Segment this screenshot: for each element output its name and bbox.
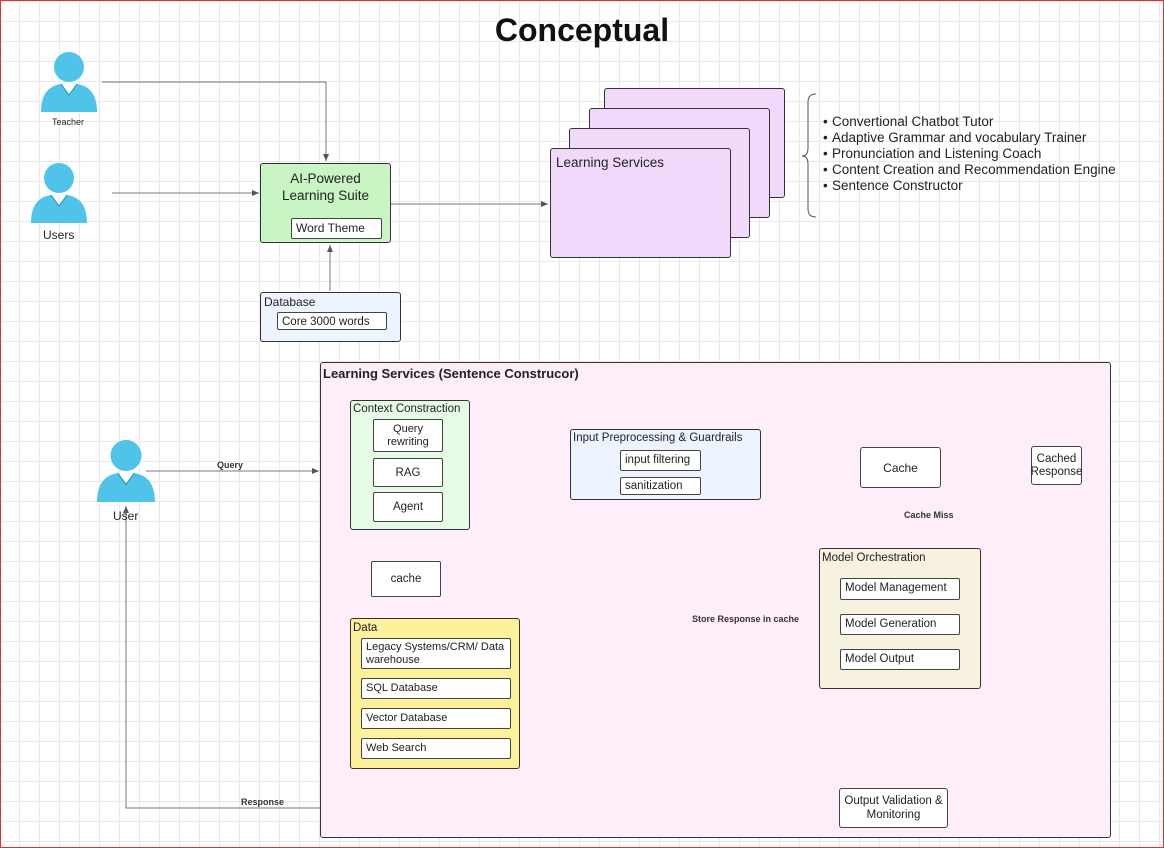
context-title: Context Constraction	[353, 403, 461, 415]
model-generation-box[interactable]: Model Generation	[840, 614, 960, 635]
ai-learning-suite-box[interactable]: AI-Powered Learning Suite Word Theme	[260, 163, 391, 243]
database-title: Database	[264, 295, 316, 309]
data-source-item[interactable]: SQL Database	[361, 678, 511, 699]
store-response-label: Store Response in cache	[692, 614, 800, 624]
data-title: Data	[353, 622, 378, 634]
model-orchestration-box[interactable]: Model Orchestration Model Management Mod…	[819, 548, 981, 689]
input-filtering-box[interactable]: input filtering	[620, 450, 701, 471]
cache-miss-label: Cache Miss	[904, 510, 954, 520]
data-box[interactable]: Data Legacy Systems/CRM/ Data warehouse …	[350, 618, 520, 769]
users-label: Users	[43, 228, 75, 242]
services-list: Convertional Chatbot Tutor Adaptive Gram…	[822, 114, 1132, 194]
learning-services-box[interactable]: Learning Services	[550, 148, 731, 258]
service-item: Content Creation and Recommendation Engi…	[823, 162, 1132, 178]
preprocessing-box[interactable]: Input Preprocessing & Guardrails input f…	[570, 429, 761, 500]
rag-box[interactable]: RAG	[373, 458, 443, 487]
response-edge-label: Response	[241, 797, 285, 807]
data-source-item[interactable]: Legacy Systems/CRM/ Data warehouse	[361, 638, 511, 669]
cached-response-box[interactable]: Cached Response	[1031, 446, 1082, 485]
data-source-item[interactable]: Vector Database	[361, 708, 511, 729]
preprocessing-title: Input Preprocessing & Guardrails	[573, 432, 743, 444]
services-bracket	[801, 93, 817, 218]
query-rewriting-box[interactable]: Query rewriting	[373, 419, 443, 452]
learning-services-title: Learning Services	[556, 155, 665, 170]
edge-teacher-suite	[102, 81, 329, 161]
core-words-box[interactable]: Core 3000 words	[277, 312, 387, 330]
sanitization-box[interactable]: sanitization	[620, 477, 701, 495]
agent-box[interactable]: Agent	[373, 492, 443, 522]
orchestration-title: Model Orchestration	[822, 552, 926, 564]
context-construction-box[interactable]: Context Constraction Query rewriting RAG…	[350, 400, 470, 530]
query-edge-label: Query	[217, 460, 244, 470]
context-cache-box[interactable]: cache	[371, 561, 441, 597]
user-label: User	[113, 509, 139, 523]
model-output-box[interactable]: Model Output	[840, 649, 960, 670]
model-management-box[interactable]: Model Management	[840, 578, 960, 600]
cache-box[interactable]: Cache	[860, 447, 941, 488]
database-box[interactable]: Database Core 3000 words	[260, 292, 401, 342]
output-validation-box[interactable]: Output Validation & Monitoring	[839, 788, 948, 828]
service-item: Adaptive Grammar and vocabulary Trainer	[823, 130, 1132, 146]
service-item: Pronunciation and Listening Coach	[823, 146, 1132, 162]
section-title: Learning Services (Sentence Construcor)	[323, 366, 579, 381]
user-person-icon	[96, 438, 156, 504]
users-person-icon	[30, 162, 88, 224]
data-source-item[interactable]: Web Search	[361, 738, 511, 759]
service-item: Sentence Constructor	[823, 178, 1132, 194]
service-item: Convertional Chatbot Tutor	[823, 114, 1132, 130]
teacher-label: Teacher	[52, 117, 85, 127]
diagram-title: Conceptual	[494, 12, 670, 48]
suite-title: AI-Powered Learning Suite	[281, 171, 370, 203]
word-theme-box[interactable]: Word Theme	[291, 218, 382, 239]
teacher-person-icon	[40, 51, 98, 113]
